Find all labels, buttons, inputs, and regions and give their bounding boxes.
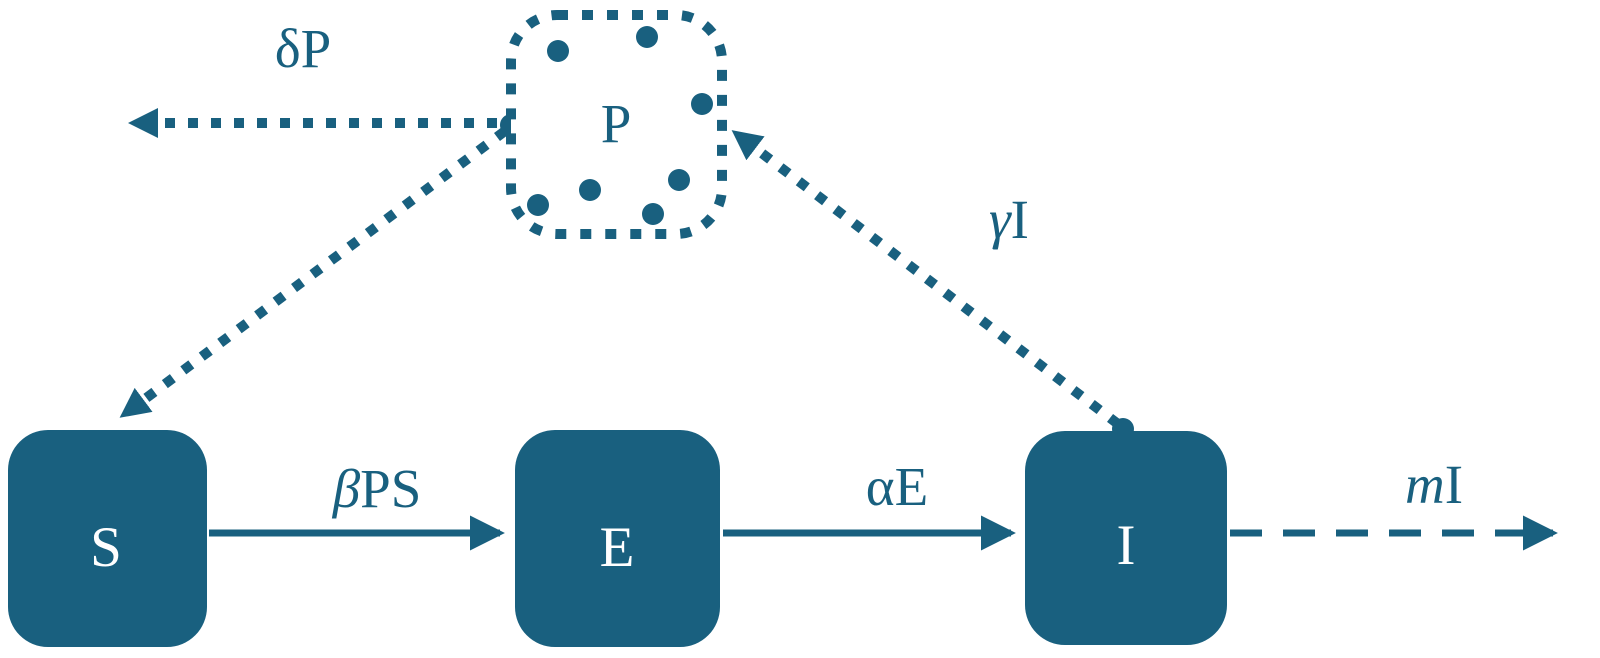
pathogen-dot	[547, 40, 569, 62]
arrow-p-to-s	[119, 126, 508, 421]
node-i	[1025, 431, 1227, 645]
pathogen-particles	[527, 26, 713, 225]
node-e-label: E	[600, 516, 635, 579]
edge-label-m-i: mI	[1405, 454, 1463, 515]
node-s-label: S	[90, 516, 122, 579]
pathogen-dot	[642, 203, 664, 225]
node-i-label: I	[1117, 514, 1136, 577]
edge-label-beta-ps: βPS	[332, 458, 422, 519]
node-p-label: P	[601, 93, 632, 154]
pathogen-dot	[527, 194, 549, 216]
pathogen-dot	[579, 179, 601, 201]
node-e	[515, 430, 720, 647]
edge-label-gamma-i: γI	[989, 189, 1029, 250]
node-s	[8, 430, 207, 647]
arrow-i-to-p	[730, 128, 1122, 428]
edge-label-delta-p: δP	[275, 18, 332, 79]
pathogen-dot	[636, 26, 658, 48]
pathogen-dot	[668, 169, 690, 191]
pathogen-dot	[691, 93, 713, 115]
edge-label-alpha-e: αE	[866, 456, 928, 517]
